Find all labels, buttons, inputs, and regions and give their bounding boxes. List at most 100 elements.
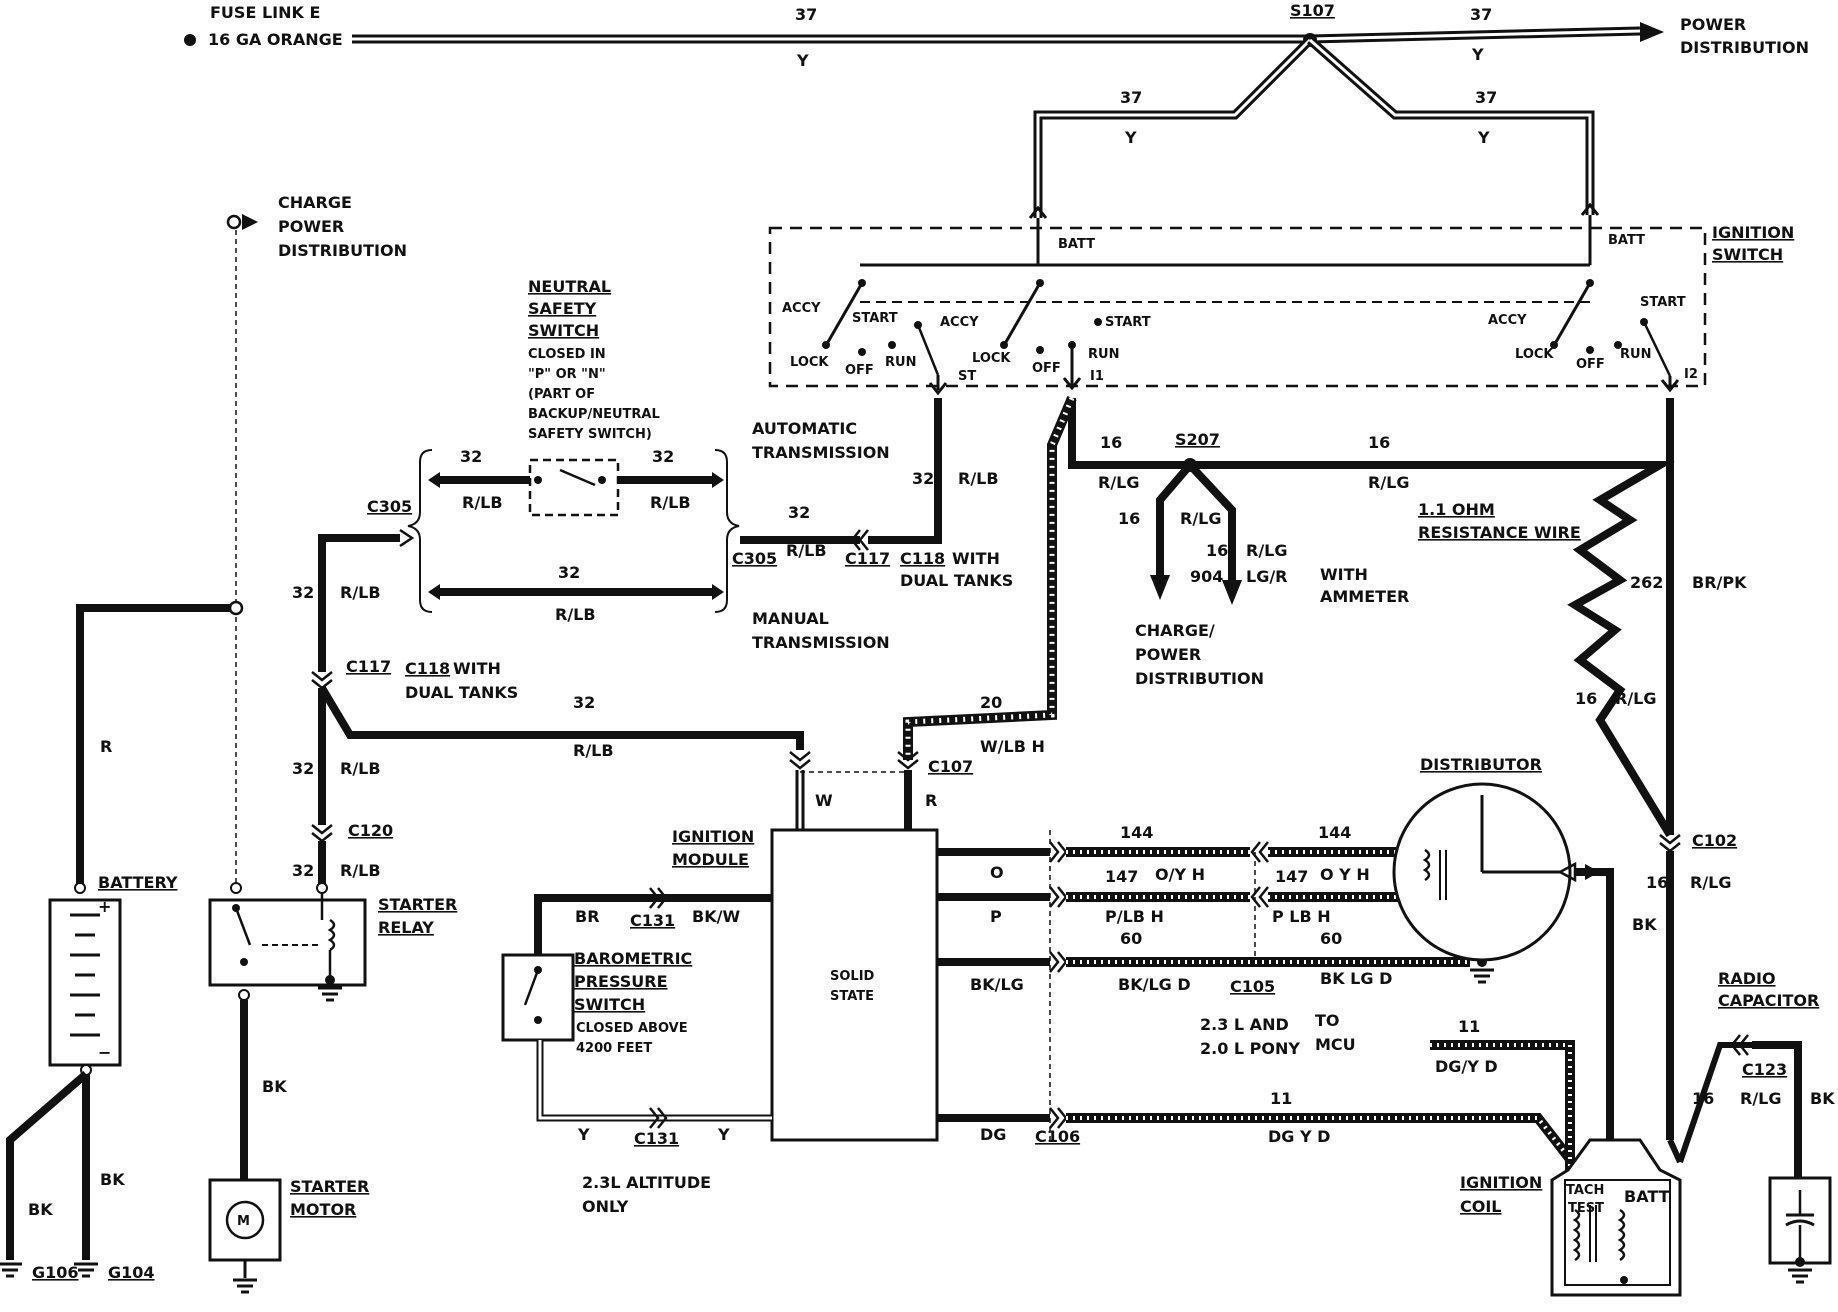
distributor-label: DISTRIBUTOR xyxy=(1420,755,1542,774)
neutral-switch-note-5: SAFETY SWITCH) xyxy=(528,427,652,442)
wire-r-label: R xyxy=(925,791,937,810)
wire-11-label: 11 xyxy=(1458,1017,1480,1036)
splice-s207: S207 xyxy=(1175,430,1220,449)
manual-transmission-2: TRANSMISSION xyxy=(752,633,890,652)
wire-32-label: 32 xyxy=(788,503,810,522)
wire-bk-label: BK xyxy=(1632,915,1657,934)
wire-32-label: 32 xyxy=(652,447,674,466)
branch-left-color: Y xyxy=(1124,128,1137,147)
wire-rlb-label: R/LB xyxy=(340,861,381,880)
charge-power-feed xyxy=(226,214,258,885)
wire-rlg-label: R/LG xyxy=(1180,509,1222,528)
barometric-label-1: BAROMETRIC xyxy=(574,949,692,968)
wire-rlb-label: R/LB xyxy=(650,493,691,512)
solid-state-2: STATE xyxy=(830,989,874,1004)
neutral-safety-switch xyxy=(407,449,740,613)
wire-16-label: 16 xyxy=(1118,509,1140,528)
ignition-switch-title-1: IGNITION xyxy=(1712,223,1794,242)
engine-note-1: 2.3 L AND xyxy=(1200,1015,1289,1034)
wire-147-label: 147 xyxy=(1105,867,1138,886)
connector-c105: C105 xyxy=(1230,977,1275,996)
wire-32-label: 32 xyxy=(558,563,580,582)
wire-16-label: 16 xyxy=(1646,873,1668,892)
with-label: WITH xyxy=(952,549,1000,568)
terminal-i2: I2 xyxy=(1684,367,1698,382)
splice-s107-label: S107 xyxy=(1290,1,1335,20)
circuit-37-left: 37 xyxy=(795,5,817,24)
connector-c131: C131 xyxy=(630,911,675,930)
ignition-module-label-1: IGNITION xyxy=(672,827,754,846)
coil-feed-wire xyxy=(1659,398,1683,1164)
wire-bklgd-label: BK/LG D xyxy=(1118,975,1191,994)
connector-c131: C131 xyxy=(634,1129,679,1148)
svg-text:+: + xyxy=(98,897,111,916)
svg-text:−: − xyxy=(98,1043,111,1062)
fuse-link-terminal xyxy=(184,34,196,46)
terminal-st: ST xyxy=(958,369,976,384)
wire-oyh-label: O/Y H xyxy=(1155,865,1205,884)
wire-br-label: BR xyxy=(575,907,600,926)
connector-c117: C117 xyxy=(845,549,890,568)
wire-rlb-label: R/LB xyxy=(555,605,596,624)
connector-c117: C117 xyxy=(346,657,391,676)
wire-904-label: 904 xyxy=(1190,567,1223,586)
neutral-switch-label-2: SAFETY xyxy=(528,299,597,318)
ground-g106-icon xyxy=(0,1262,22,1278)
starter-motor xyxy=(208,1178,282,1294)
branch-left-circuit: 37 xyxy=(1120,88,1142,107)
ground-g106-label: G106 xyxy=(32,1263,79,1282)
module-output-wires xyxy=(937,841,1584,1176)
color-y-left: Y xyxy=(796,51,809,70)
connector-c305: C305 xyxy=(732,549,777,568)
charge-label-2: POWER xyxy=(278,217,344,236)
wire-dgyd-label: DG/Y D xyxy=(1435,1057,1498,1076)
off-3: OFF xyxy=(1576,357,1605,372)
wire-bklg-label: BK/LG xyxy=(970,975,1024,994)
ignition-switch-title-2: SWITCH xyxy=(1712,245,1783,264)
wire-rlg-label: R/LG xyxy=(1098,473,1140,492)
with-ammeter-1: WITH xyxy=(1320,565,1368,584)
with-label: WITH xyxy=(453,659,501,678)
start-2: START xyxy=(1105,315,1151,330)
branch-right-color: Y xyxy=(1477,128,1490,147)
radio-capacitor-label-1: RADIO xyxy=(1718,969,1776,988)
power-distribution-label-2: DISTRIBUTION xyxy=(1680,38,1809,57)
distributor xyxy=(1392,782,1620,1172)
wire-60-label: 60 xyxy=(1120,929,1142,948)
wire-144-label: 144 xyxy=(1120,823,1153,842)
resistance-wire-label-2: RESISTANCE WIRE xyxy=(1418,523,1581,542)
wire-dgyd-label: DG Y D xyxy=(1268,1127,1330,1146)
battery-label: BATTERY xyxy=(98,873,178,892)
wire-rlg-label: R/LG xyxy=(1690,873,1732,892)
wire-rlg-label: R/LG xyxy=(1615,689,1657,708)
neutral-switch-note-3: (PART OF xyxy=(528,387,595,402)
wire-bk-label: BK xyxy=(100,1170,125,1189)
with-ammeter-2: AMMETER xyxy=(1320,587,1409,606)
dual-tanks-label: DUAL TANKS xyxy=(405,683,518,702)
charge-power-dist-2: POWER xyxy=(1135,645,1201,664)
altitude-note-1: 2.3L ALTITUDE xyxy=(582,1173,711,1192)
branch-right-circuit: 37 xyxy=(1475,88,1497,107)
motor-ground-icon xyxy=(233,1278,257,1294)
neutral-switch-note-4: BACKUP/NEUTRAL xyxy=(528,407,660,422)
resistance-wire-label-1: 1.1 OHM xyxy=(1418,500,1495,519)
ignition-coil-label-1: IGNITION xyxy=(1460,1173,1542,1192)
wire-y-label: Y xyxy=(577,1125,590,1144)
ground-g104-label: G104 xyxy=(108,1263,155,1282)
wire-lgr-label: LG/R xyxy=(1246,567,1288,586)
motor-m-label: M xyxy=(237,1214,250,1229)
barometric-label-2: PRESSURE xyxy=(574,972,668,991)
wire-o-label: O xyxy=(990,863,1004,882)
ignition-switch xyxy=(768,202,1707,396)
wire-144-label: 144 xyxy=(1318,823,1351,842)
wire-32-label: 32 xyxy=(292,583,314,602)
wire-plbh-label: P LB H xyxy=(1272,907,1331,926)
off-2: OFF xyxy=(1032,361,1061,376)
starter-relay-label-2: RELAY xyxy=(378,918,434,937)
fuse-link-label: FUSE LINK E xyxy=(210,3,320,22)
ignition-coil xyxy=(1550,1138,1682,1297)
neutral-switch-note-1: CLOSED IN xyxy=(528,347,606,362)
wire-147-label: 147 xyxy=(1275,867,1308,886)
starter-relay-label-1: STARTER xyxy=(378,895,457,914)
